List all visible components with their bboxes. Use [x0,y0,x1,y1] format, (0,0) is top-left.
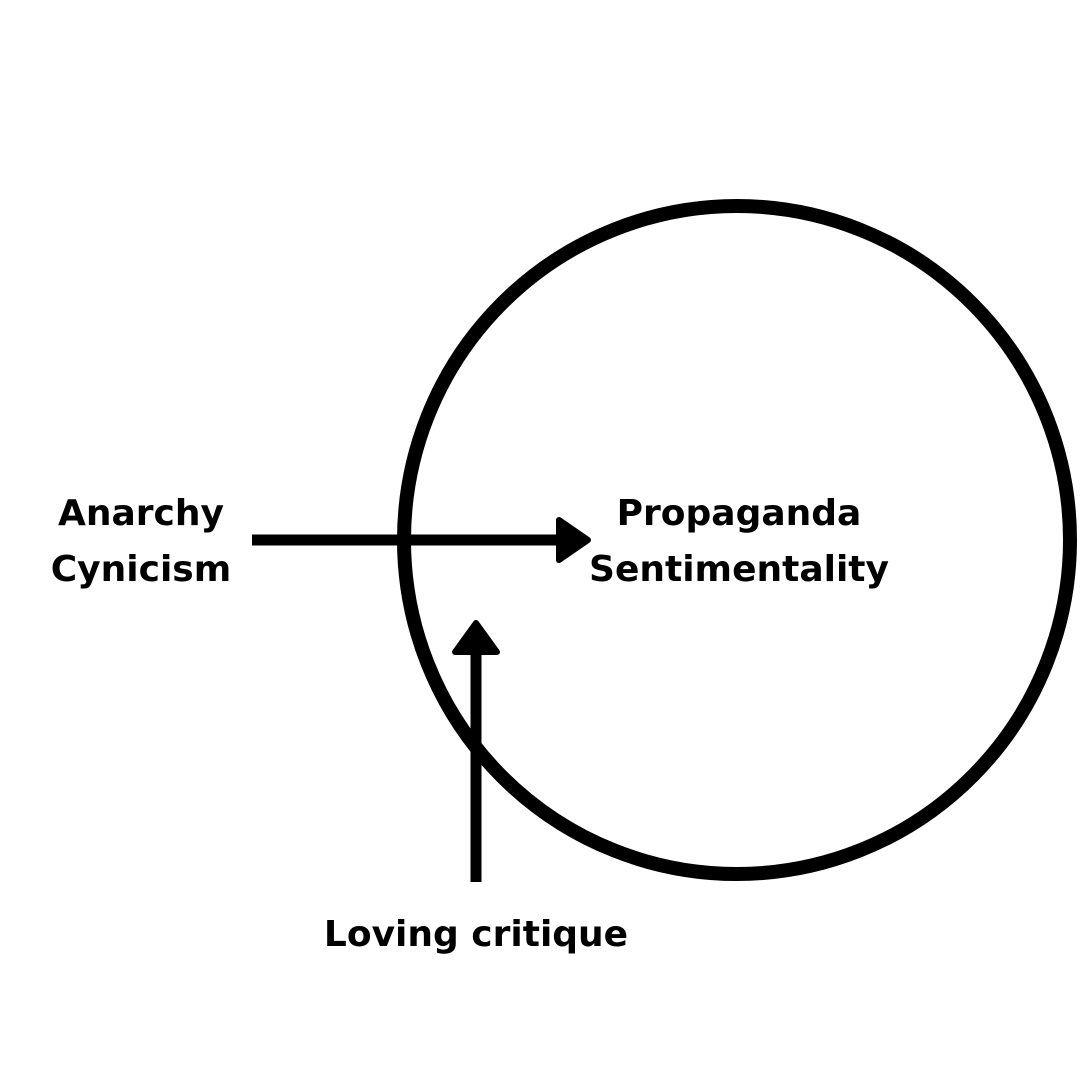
center-node-line2: Sentimentality [589,549,889,590]
center-node-label: Propaganda Sentimentality [578,486,900,598]
left-node-line2: Cynicism [50,549,232,590]
left-node-label: Anarchy Cynicism [30,486,252,598]
left-node-line1: Anarchy [58,493,224,534]
bottom-node-label: Loving critique [296,907,656,963]
horizontal-arrowhead [556,517,591,563]
vertical-arrowhead [452,620,500,655]
center-node-line1: Propaganda [616,493,862,534]
bottom-node-text: Loving critique [323,914,629,955]
